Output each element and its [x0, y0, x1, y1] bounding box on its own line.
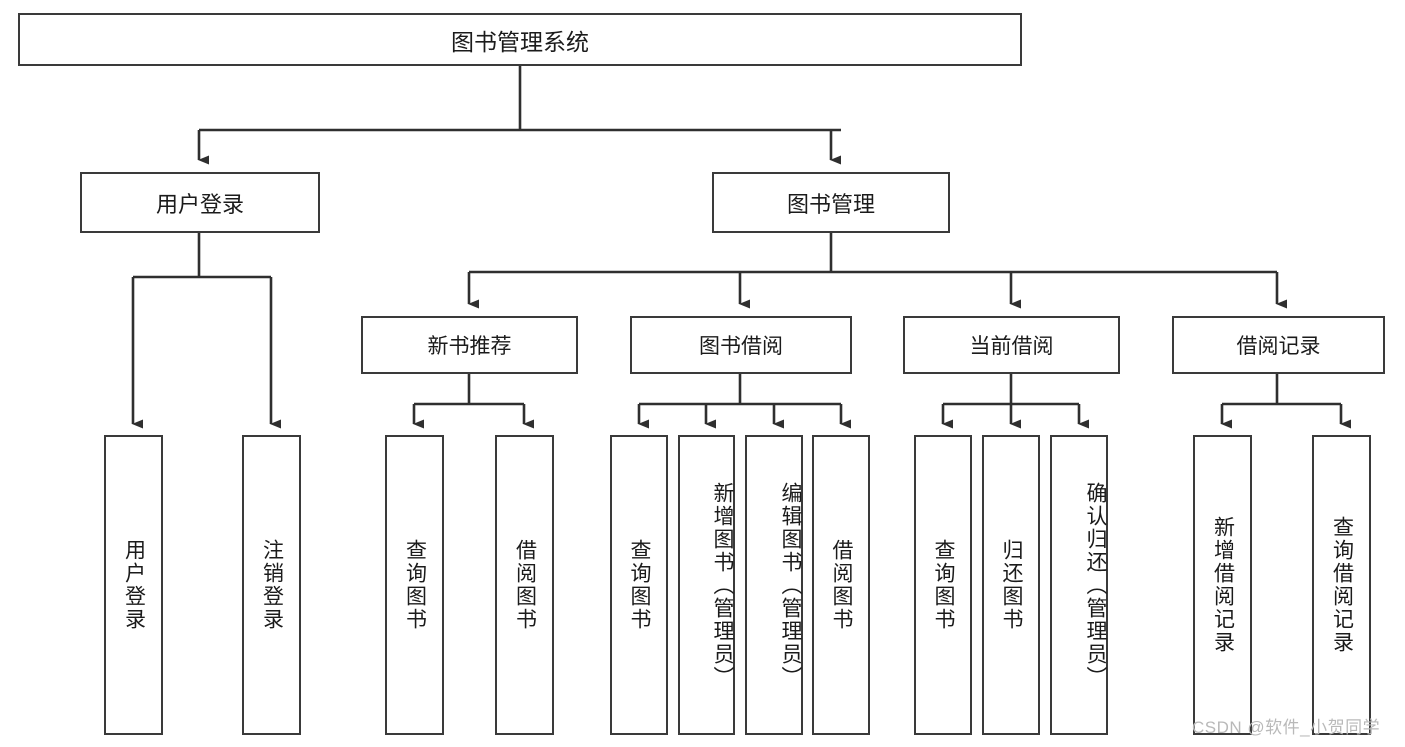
leaf-borrow-book-2[interactable]: 借阅图书	[812, 435, 870, 735]
node-label: 查询图书	[628, 539, 652, 631]
leaf-query-book-3[interactable]: 查询图书	[914, 435, 972, 735]
leaf-user-login[interactable]: 用户登录	[104, 435, 163, 735]
leaf-add-book[interactable]: 新增图书（管理员）	[678, 435, 735, 735]
node-label: 新增图书（管理员）	[711, 481, 734, 689]
node-label: 图书管理	[786, 191, 875, 217]
leaf-edit-book[interactable]: 编辑图书（管理员）	[745, 435, 803, 735]
node-label: 查询图书	[932, 539, 956, 631]
node-label: 查询图书	[403, 539, 427, 631]
csdn-watermark: CSDN @软件_小贺同学	[1192, 718, 1381, 737]
node-label: 图书借阅	[699, 335, 783, 358]
node-label: 注销登录	[260, 539, 284, 631]
node-label: 当前借阅	[969, 335, 1054, 358]
node-root-system[interactable]: 图书管理系统	[18, 13, 1022, 66]
node-label: 确认归还（管理员）	[1084, 481, 1107, 689]
node-label: 归还图书	[1000, 539, 1024, 631]
leaf-confirm-return[interactable]: 确认归还（管理员）	[1050, 435, 1108, 735]
leaf-borrow-book-1[interactable]: 借阅图书	[495, 435, 554, 735]
node-new-book-recommend[interactable]: 新书推荐	[361, 316, 578, 374]
leaf-query-book-1[interactable]: 查询图书	[385, 435, 444, 735]
node-label: 借阅记录	[1236, 335, 1321, 358]
node-label: 图书管理系统	[451, 28, 589, 55]
node-label: 用户登录	[155, 191, 244, 217]
node-label: 查询借阅记录	[1330, 516, 1354, 654]
node-book-borrow[interactable]: 图书借阅	[630, 316, 852, 374]
node-label: 借阅图书	[830, 539, 854, 631]
node-label: 用户登录	[122, 539, 146, 631]
leaf-add-borrow-record[interactable]: 新增借阅记录	[1193, 435, 1252, 735]
leaf-query-book-2[interactable]: 查询图书	[610, 435, 668, 735]
leaf-logout-login[interactable]: 注销登录	[242, 435, 301, 735]
node-label: 借阅图书	[513, 539, 537, 631]
node-current-borrow[interactable]: 当前借阅	[903, 316, 1120, 374]
node-book-management[interactable]: 图书管理	[712, 172, 950, 233]
node-label: 编辑图书（管理员）	[779, 481, 802, 689]
leaf-query-borrow-record[interactable]: 查询借阅记录	[1312, 435, 1371, 735]
node-borrow-record[interactable]: 借阅记录	[1172, 316, 1385, 374]
node-label: 新增借阅记录	[1211, 516, 1235, 654]
node-user-login[interactable]: 用户登录	[80, 172, 320, 233]
leaf-return-book[interactable]: 归还图书	[982, 435, 1040, 735]
node-label: 新书推荐	[427, 335, 512, 358]
